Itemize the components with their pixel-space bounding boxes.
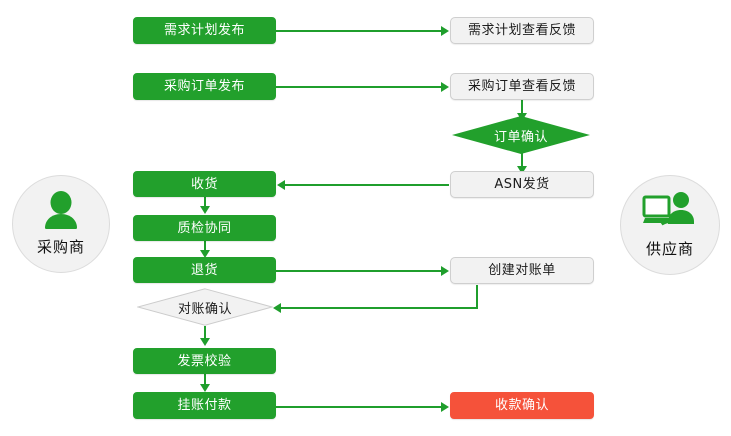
node-reconcile-confirm[interactable]: 对账确认: [137, 288, 273, 326]
connector-qc-to-return: [204, 240, 206, 252]
node-po-publish[interactable]: 采购订单发布: [133, 73, 276, 100]
node-quality-collab[interactable]: 质检协同: [133, 215, 276, 241]
person-computer-icon: [642, 191, 698, 237]
connector-demand-plan: [276, 30, 442, 32]
arrowhead-qc-to-return: [200, 250, 210, 258]
arrowhead-return-to-statement: [441, 266, 449, 276]
connector-reconcile-to-invoice: [204, 326, 206, 340]
node-payable-payment[interactable]: 挂账付款: [133, 392, 276, 419]
actor-label: 采购商: [36, 238, 85, 256]
arrowhead-reconcile-to-invoice: [200, 338, 210, 346]
connector-po-publish: [276, 86, 442, 88]
connector-payment-to-receipt: [276, 406, 442, 408]
arrowhead-invoice-to-payment: [200, 384, 210, 392]
node-po-feedback[interactable]: 采购订单查看反馈: [450, 73, 594, 100]
node-demand-plan-publish[interactable]: 需求计划发布: [133, 17, 276, 44]
connector-receive-to-qc: [204, 196, 206, 208]
arrowhead-asn-to-receive: [277, 180, 285, 190]
connector-return-to-statement: [276, 270, 442, 272]
node-order-confirm[interactable]: 订单确认: [452, 116, 590, 154]
node-return-goods[interactable]: 退货: [133, 257, 276, 283]
node-label: 收款确认: [494, 398, 549, 413]
node-label: 退货: [190, 262, 218, 278]
node-invoice-verify[interactable]: 发票校验: [133, 348, 276, 374]
arrowhead-receive-to-qc: [200, 206, 210, 214]
node-receive-goods[interactable]: 收货: [133, 171, 276, 197]
arrowhead-demand-plan: [441, 26, 449, 36]
node-label: 挂账付款: [177, 398, 232, 413]
node-label: 创建对账单: [488, 263, 556, 278]
arrowhead-po-publish: [441, 82, 449, 92]
node-label: 收货: [190, 176, 218, 192]
connector-statement-left: [281, 307, 478, 309]
actor-supplier[interactable]: 供应商: [620, 175, 720, 275]
node-label: 采购订单查看反馈: [467, 79, 576, 94]
node-label: 采购订单发布: [163, 79, 245, 94]
node-demand-plan-feedback[interactable]: 需求计划查看反馈: [450, 17, 594, 44]
node-label: 对账确认: [177, 301, 232, 317]
connector-asn-to-receive: [285, 184, 449, 186]
arrowhead-statement-to-reconcile: [273, 303, 281, 313]
arrowhead-confirm-to-asn: [517, 166, 527, 174]
node-label: 需求计划发布: [163, 23, 245, 38]
person-icon: [38, 191, 84, 235]
actor-label: 供应商: [645, 240, 694, 258]
connector-invoice-to-payment: [204, 374, 206, 386]
node-asn-ship[interactable]: ASN发货: [450, 171, 594, 198]
connector-statement-down: [476, 285, 478, 309]
node-receipt-confirm[interactable]: 收款确认: [450, 392, 594, 419]
connector-confirm-to-asn: [521, 153, 523, 170]
node-label: 发票校验: [177, 353, 232, 369]
arrowhead-payment-to-receipt: [441, 402, 449, 412]
node-label: 需求计划查看反馈: [467, 23, 576, 38]
connector-po-to-confirm: [521, 100, 523, 117]
node-label: ASN发货: [494, 177, 550, 192]
node-create-statement[interactable]: 创建对账单: [450, 257, 594, 284]
node-label: 质检协同: [177, 220, 232, 236]
actor-buyer[interactable]: 采购商: [12, 175, 110, 273]
node-label: 订单确认: [493, 129, 548, 145]
